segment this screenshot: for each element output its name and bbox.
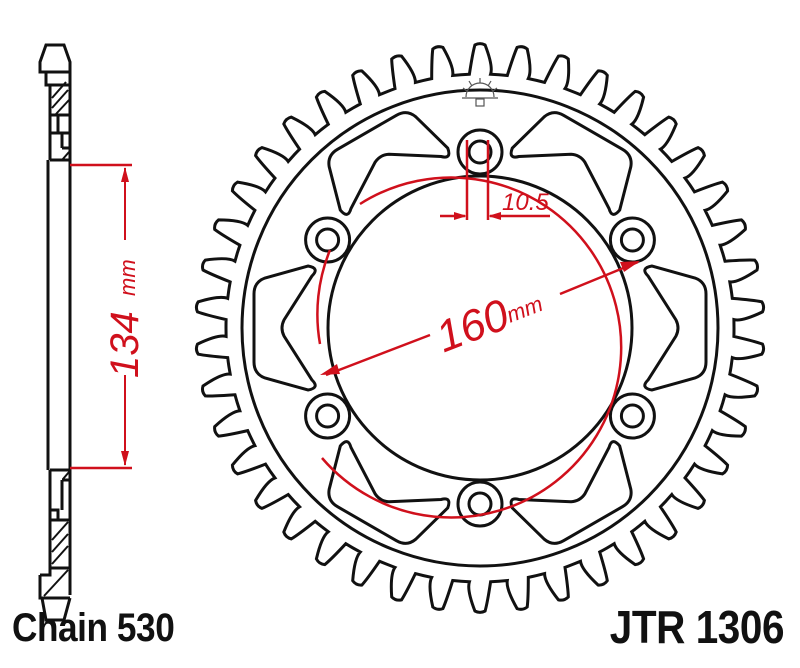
rim-circle [240, 88, 720, 568]
bolt-hole [467, 491, 493, 517]
bolt-hole [608, 216, 656, 264]
bolt-hole [608, 392, 656, 440]
bolt-hole [456, 480, 504, 528]
bore-number: 134 [103, 311, 147, 378]
chain-label: Chain 530 [12, 606, 175, 650]
hole-dimension: 10.5 [502, 189, 549, 216]
lightening-slots [252, 111, 708, 545]
bolt-hole [304, 392, 352, 440]
bore-dimension: 134 mm [70, 163, 147, 470]
pcd-dimension: 160 mm 10.5 [316, 140, 640, 519]
lightening-slot [509, 111, 633, 216]
lightening-slot [643, 264, 708, 392]
teeth-outline [194, 42, 766, 614]
side-profile [38, 43, 72, 622]
bolt-hole [619, 403, 645, 429]
lightening-slot [509, 440, 633, 545]
bolt-hole [304, 216, 352, 264]
bolt-holes [304, 128, 656, 528]
lightening-slot [327, 440, 451, 545]
center-bore [326, 174, 634, 482]
pcd-unit: mm [503, 291, 546, 327]
bolt-hole [467, 139, 493, 165]
sprocket [194, 42, 766, 614]
part-number: JTR 1306 [609, 601, 785, 653]
logo-stamp-icon [462, 78, 498, 107]
bore-unit: mm [115, 259, 140, 296]
bolt-hole [456, 128, 504, 176]
bolt-hole [315, 403, 341, 429]
lightening-slot [327, 111, 451, 216]
bolt-hole [315, 227, 341, 253]
bolt-hole [619, 227, 645, 253]
lightening-slot [252, 264, 317, 392]
pcd-number: 160 [429, 290, 516, 362]
